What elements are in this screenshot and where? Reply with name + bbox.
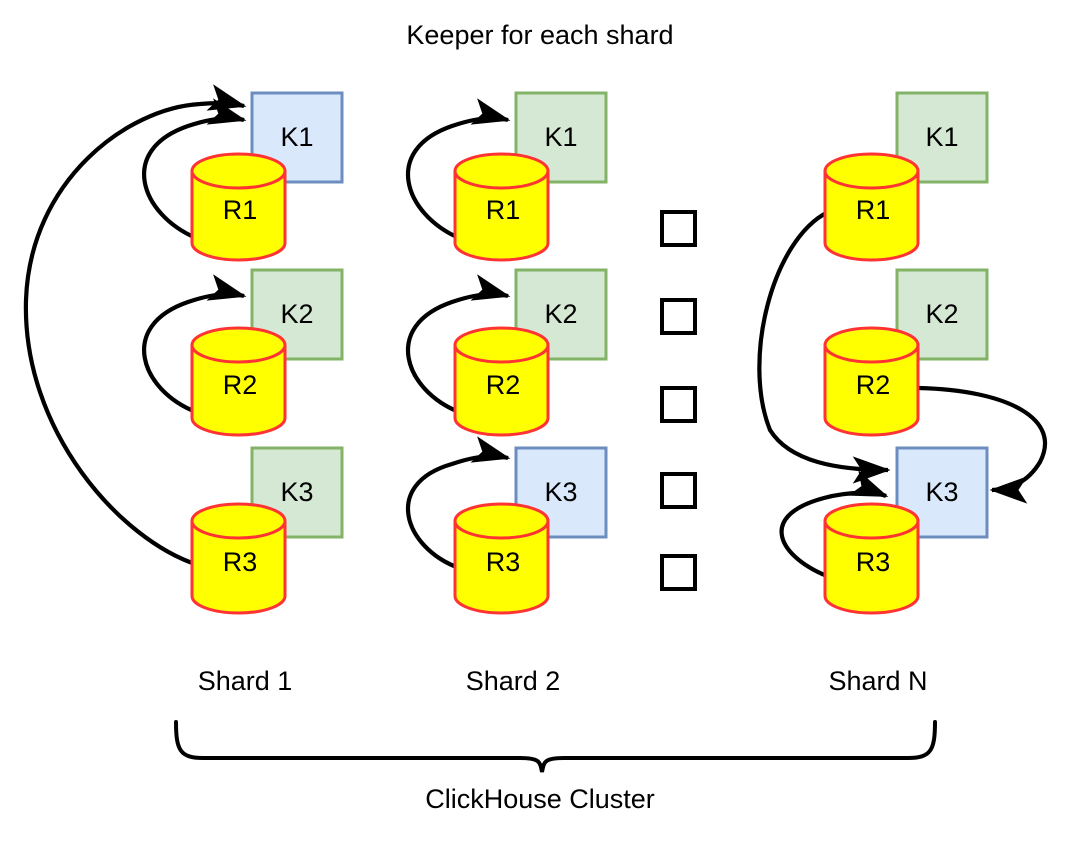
shard1-replica-r2-body[interactable]	[190, 343, 287, 437]
shard2-replica-r2-label: R2	[486, 370, 521, 400]
shard1-keeper-k3-label: K3	[280, 477, 313, 507]
shardn-replica-r2-body[interactable]	[823, 343, 920, 437]
shard2-replica-r3[interactable]: R3	[453, 502, 550, 615]
shardn-replica-r2-top	[823, 326, 920, 364]
edge-shardn-r1-to-k3	[757, 210, 891, 484]
shardn-replica-r3[interactable]: R3	[823, 502, 920, 615]
square-dot-icon-1	[660, 210, 697, 247]
shard-1-group: K1 R1 K2 R2 K3 R3	[190, 91, 344, 615]
edge-shard1-r1-to-k1	[142, 98, 247, 240]
shardn-replica-r3-top	[823, 502, 920, 540]
edge-shard1-r3-to-k1	[23, 84, 247, 567]
shardn-replica-r3-label: R3	[856, 547, 891, 577]
shard-2-label: Shard 2	[466, 666, 561, 696]
shard2-replica-r3-body[interactable]	[453, 519, 550, 615]
shard-1-label: Shard 1	[198, 666, 293, 696]
shard1-keeper-k2[interactable]: K2	[250, 268, 344, 361]
shard1-keeper-k1-label: K1	[280, 122, 313, 152]
shard2-replica-r1-label: R1	[486, 195, 521, 225]
edge-shardn-r2-to-k3	[917, 385, 1048, 504]
shard1-keeper-k2-box[interactable]	[250, 268, 344, 361]
shard2-replica-r3-label: R3	[486, 547, 521, 577]
shard1-replica-r3-top	[190, 502, 287, 540]
square-dot-icon-3	[660, 386, 697, 423]
square-dot-icon-4	[660, 472, 697, 509]
shardn-keeper-k3-label: K3	[925, 477, 958, 507]
shardn-keeper-k2-label: K2	[925, 299, 958, 329]
shard1-keeper-k2-label: K2	[280, 299, 313, 329]
shard-n-group: K1 R1 K2 R2 K3 R3	[823, 91, 989, 615]
shard2-keeper-k2-label: K2	[544, 299, 577, 329]
ellipsis-group	[660, 210, 697, 591]
cluster-label: ClickHouse Cluster	[425, 784, 655, 814]
shardn-replica-r1[interactable]: R1	[823, 152, 920, 262]
connection-layer	[23, 84, 1048, 580]
shard1-replica-r2-top	[190, 326, 287, 364]
edge-shardn-r3-to-k3	[779, 470, 889, 580]
shard-2-group: K1 R1 K2 R2 K3 R3	[453, 91, 608, 615]
shard1-replica-r1[interactable]: R1	[190, 152, 287, 262]
shard1-replica-r1-label: R1	[223, 195, 258, 225]
shardn-keeper-k1-label: K1	[925, 122, 958, 152]
shardn-replica-r1-label: R1	[856, 195, 891, 225]
shard1-replica-r1-top	[190, 152, 287, 190]
shard2-keeper-k3-label: K3	[544, 477, 577, 507]
shard1-replica-r2[interactable]: R2	[190, 326, 287, 437]
shard2-replica-r2-body[interactable]	[453, 343, 550, 437]
shard2-replica-r1[interactable]: R1	[453, 152, 550, 262]
diagram-title: Keeper for each shard	[406, 20, 673, 50]
shard1-replica-r2-label: R2	[223, 370, 258, 400]
square-dot-icon-5	[660, 554, 697, 591]
shard-n-label: Shard N	[828, 666, 927, 696]
edge-shard2-r3-to-k3	[406, 436, 511, 570]
cluster-brace	[174, 720, 937, 773]
shard2-replica-r3-top	[453, 502, 550, 540]
shard2-replica-r1-body[interactable]	[453, 169, 550, 262]
shardn-replica-r2[interactable]: R2	[823, 326, 920, 437]
square-dot-icon-2	[660, 298, 697, 335]
shard2-replica-r2[interactable]: R2	[453, 326, 550, 437]
edge-shard2-r1-to-k1	[406, 98, 511, 240]
shard1-replica-r3[interactable]: R3	[190, 502, 287, 615]
shard2-keeper-k1-label: K1	[544, 122, 577, 152]
shardn-replica-r1-body[interactable]	[823, 169, 920, 262]
shard2-replica-r2-top	[453, 326, 550, 364]
shard1-replica-r1-body[interactable]	[190, 169, 287, 262]
shard2-keeper-k2[interactable]: K2	[514, 268, 608, 361]
shard1-replica-r3-label: R3	[223, 547, 258, 577]
shardn-replica-r1-top	[823, 152, 920, 190]
shard2-replica-r1-top	[453, 152, 550, 190]
edge-shard2-r2-to-k2	[406, 274, 511, 414]
edge-shard1-r2-to-k2	[142, 274, 247, 414]
shard1-replica-r3-body[interactable]	[190, 519, 287, 615]
shardn-replica-r3-body[interactable]	[823, 519, 920, 615]
shardn-replica-r2-label: R2	[856, 370, 891, 400]
